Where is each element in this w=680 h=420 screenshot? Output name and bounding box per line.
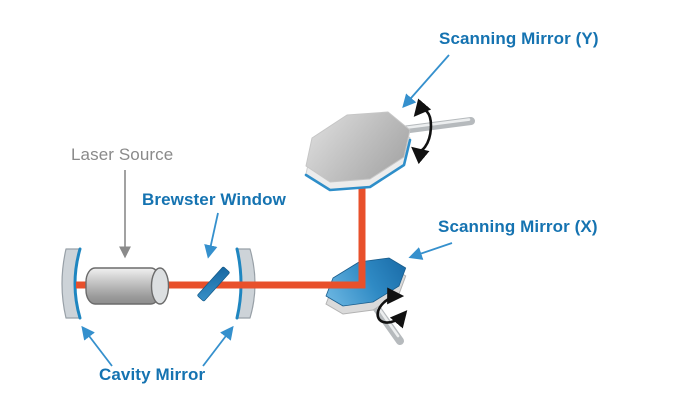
scanning-mirror-x-label: Scanning Mirror (X) [438,217,598,236]
scanning-mirror-x-shape [325,257,407,345]
laser-beam [76,182,366,289]
x-rotation-arrow-icon [376,287,408,329]
leader-scanning-mirror-y [402,54,450,109]
brewster-window-label: Brewster Window [142,190,286,209]
scanning-mirror-y-shape [304,111,475,192]
y-mirror-rim-blue-edge [304,138,412,192]
leader-cavity-mirror-left [81,325,113,367]
laser-tube [85,267,170,305]
laser-source-label: Laser Source [71,145,174,164]
leader-brewster-window [204,212,219,259]
y-rotation-arrow-icon [411,98,433,165]
leader-scanning-mirror-x [408,242,453,260]
cavity-mirror-label: Cavity Mirror [99,365,206,384]
y-axis-shaft [398,117,475,134]
y-mirror-face [305,111,411,183]
brewster-window-shape [197,266,230,302]
leader-cavity-mirror-right [202,325,234,367]
cavity-mirror-left-reflective-edge [73,247,82,320]
scanning-mirror-y-label: Scanning Mirror (Y) [439,29,599,48]
cavity-mirror-left [61,247,82,320]
